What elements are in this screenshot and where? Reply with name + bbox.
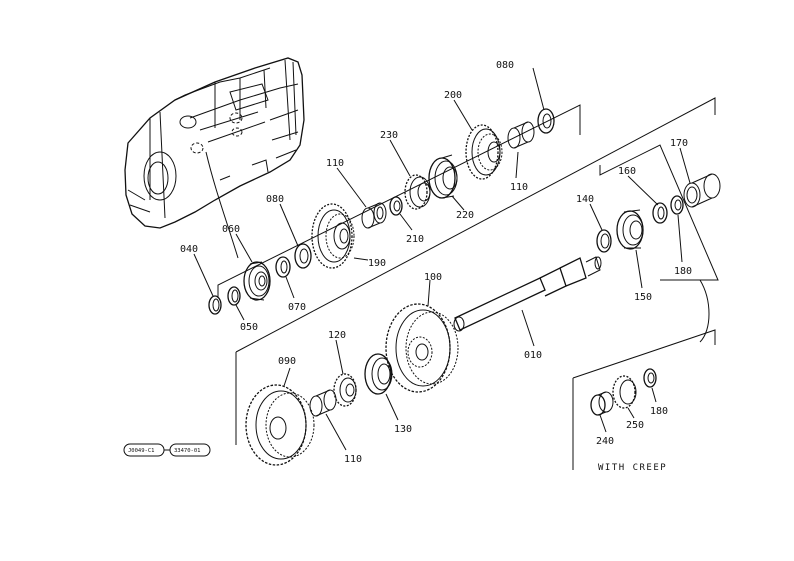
gear-230 [404, 174, 431, 210]
label-110-upper: 110 [326, 158, 344, 169]
ring-050 [227, 286, 241, 306]
code-tag-right [169, 443, 211, 457]
ring-160 [652, 202, 668, 224]
collar-080-lower [294, 243, 312, 269]
right-upper-parts [596, 173, 721, 253]
label-040: 040 [180, 244, 198, 255]
bearing-060 [243, 261, 271, 301]
label-130: 130 [394, 424, 412, 435]
label-150: 150 [634, 292, 652, 303]
ring-180-lower [643, 368, 657, 388]
leader-lines [193, 67, 691, 451]
label-060: 060 [222, 224, 240, 235]
label-210: 210 [406, 234, 424, 245]
lower-shaft-parts [245, 353, 393, 466]
needle-bearing-110-right [507, 121, 535, 149]
label-240: 240 [596, 436, 614, 447]
needle-bearing-110-upper [361, 202, 387, 229]
label-050: 050 [240, 322, 258, 333]
label-220: 220 [456, 210, 474, 221]
label-140: 140 [576, 194, 594, 205]
collar-080-upper [537, 108, 555, 134]
needle-bearing-110-lower [309, 389, 337, 417]
label-180-lower: 180 [650, 406, 668, 417]
label-160: 160 [618, 166, 636, 177]
label-190: 190 [368, 258, 386, 269]
reference-codes: J0049-C1 33470-01 [123, 443, 211, 457]
label-100: 100 [424, 272, 442, 283]
label-230: 230 [380, 130, 398, 141]
main-shaft-010 [453, 256, 602, 332]
gear-200 [465, 124, 503, 180]
gear-090 [245, 384, 315, 466]
gear-250 [612, 375, 637, 409]
ring-070 [275, 256, 291, 278]
label-080-lower: 080 [266, 194, 284, 205]
label-180-upper: 180 [674, 266, 692, 277]
label-170: 170 [670, 138, 688, 149]
bearing-150 [616, 209, 644, 250]
gear-100 [385, 303, 459, 393]
label-200: 200 [444, 90, 462, 101]
code-left: J0049-C1 [128, 448, 155, 454]
creep-parts [590, 368, 657, 416]
ring-210 [389, 196, 403, 216]
upper-shaft-parts [208, 108, 555, 315]
part-labels: 080 200 230 110 110 220 210 190 080 060 … [180, 60, 692, 465]
sleeve-170 [683, 173, 721, 208]
with-creep-caption: WITH CREEP [598, 463, 667, 473]
sleeve-220 [428, 154, 458, 199]
label-070: 070 [288, 302, 306, 313]
code-right: 33470-01 [174, 448, 201, 454]
ring-240 [590, 391, 614, 416]
gear-190 [311, 203, 355, 269]
bearing-130 [364, 353, 393, 395]
label-110-lower: 110 [344, 454, 362, 465]
label-120: 120 [328, 330, 346, 341]
label-250: 250 [626, 420, 644, 431]
label-090: 090 [278, 356, 296, 367]
label-110-right: 110 [510, 182, 528, 193]
ring-140 [596, 229, 612, 253]
ring-180-upper [670, 195, 684, 215]
snap-ring-040 [208, 295, 222, 315]
gear-120 [333, 373, 357, 407]
label-010: 010 [524, 350, 542, 361]
upper-assembly-bracket [217, 97, 719, 470]
transmission-housing [124, 57, 305, 259]
label-080-upper: 080 [496, 60, 514, 71]
